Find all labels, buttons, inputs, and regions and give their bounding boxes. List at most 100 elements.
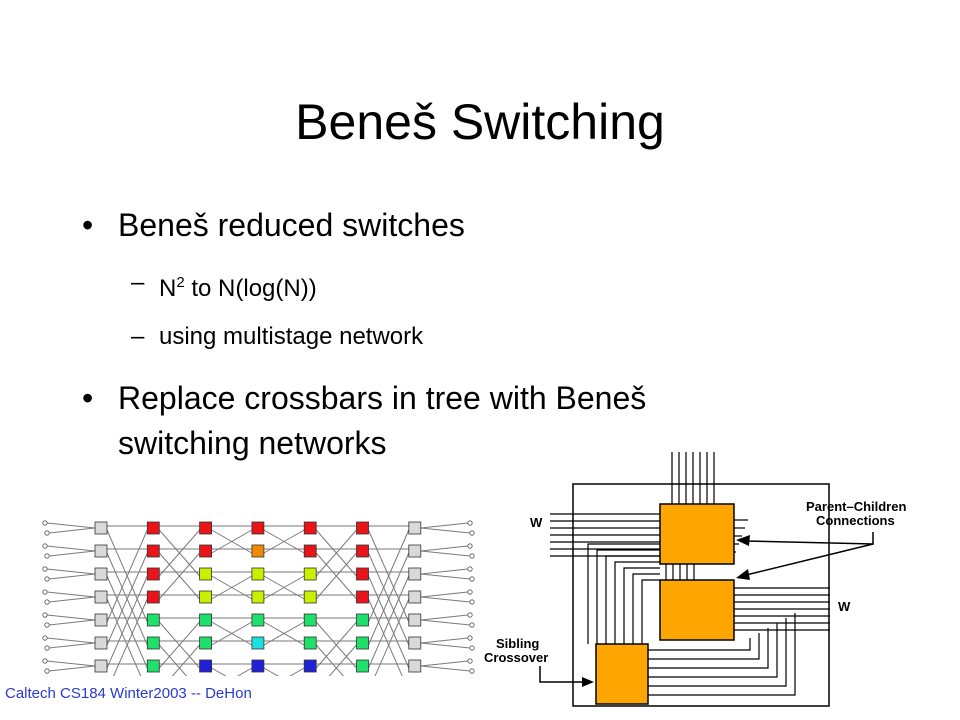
bullet-1-marker: • xyxy=(82,207,94,243)
benes-switch xyxy=(356,636,369,650)
subbullet-1-marker: – xyxy=(131,269,145,296)
benes-switch xyxy=(251,613,265,627)
benes-switch xyxy=(94,613,108,627)
benes-switch xyxy=(303,521,317,535)
benes-switch xyxy=(251,544,265,558)
benes-switch xyxy=(251,659,265,673)
tree-wire xyxy=(632,573,660,644)
benes-switch xyxy=(356,590,369,604)
slide-title: Beneš Switching xyxy=(295,94,665,150)
benes-switch xyxy=(94,590,108,604)
benes-switch xyxy=(199,521,213,535)
subbullet-1-suffix: to N(log(N)) xyxy=(184,275,317,302)
subbullet-2-marker: – xyxy=(131,323,145,350)
footer-credit: Caltech CS184 Winter2003 -- DeHon xyxy=(5,685,252,702)
output-terminal xyxy=(467,635,473,641)
benes-switch xyxy=(303,590,317,604)
benes-switch xyxy=(408,521,422,535)
output-terminal xyxy=(469,622,475,628)
benes-switch xyxy=(303,659,317,673)
benes-switch xyxy=(146,544,160,558)
tree-wire xyxy=(648,628,769,669)
benes-switch xyxy=(408,544,422,558)
input-terminal xyxy=(42,612,48,618)
benes-switch xyxy=(408,613,422,627)
benes-switch xyxy=(303,636,317,650)
benes-switch xyxy=(146,636,160,650)
subbullet-2-text: using multistage network xyxy=(159,323,424,350)
output-terminal xyxy=(469,645,475,651)
input-terminal xyxy=(42,635,48,641)
label-w-left: W xyxy=(530,515,543,530)
input-terminal xyxy=(42,543,48,549)
benes-switch xyxy=(408,567,422,581)
benes-switch xyxy=(199,636,213,650)
benes-switches xyxy=(94,521,422,673)
benes-switch xyxy=(146,590,160,604)
bullet-2-marker: • xyxy=(82,380,94,416)
input-terminal xyxy=(42,589,48,595)
tree-wire xyxy=(587,543,660,644)
input-terminal xyxy=(44,645,50,651)
pointer-to-sibling xyxy=(539,666,586,683)
subbullet-1-superscript: 2 xyxy=(176,274,185,291)
benes-switch xyxy=(251,567,265,581)
pointer-to-child xyxy=(745,543,874,576)
benes-switch xyxy=(303,567,317,581)
benes-switch xyxy=(356,567,369,581)
benes-switch xyxy=(408,636,422,650)
input-terminal xyxy=(42,520,48,526)
bullet-2-line-2: switching networks xyxy=(118,425,387,461)
tree-wire xyxy=(641,579,660,644)
subbullet-1-text: N2 to N(log(N)) xyxy=(159,268,317,304)
tree-wire xyxy=(596,549,660,644)
output-terminal xyxy=(469,530,475,536)
tree-wire xyxy=(648,638,751,651)
tree-wire xyxy=(605,555,660,644)
benes-switch xyxy=(199,613,213,627)
label-w-right: W xyxy=(838,599,851,614)
benes-switch xyxy=(146,567,160,581)
child-switch-box xyxy=(659,579,735,641)
tree-wire xyxy=(648,623,778,678)
benes-switch xyxy=(146,659,160,673)
arrowhead-child xyxy=(736,569,750,580)
pointer-to-parent xyxy=(745,532,874,545)
output-terminal xyxy=(469,599,475,605)
tree-wire xyxy=(648,618,787,687)
label-sibling-2: Crossover xyxy=(484,650,548,665)
benes-switch xyxy=(146,521,160,535)
benes-switch xyxy=(251,521,265,535)
subbullet-1-prefix: N xyxy=(159,275,177,302)
benes-switch xyxy=(251,636,265,650)
label-sibling-1: Sibling xyxy=(496,636,539,651)
input-terminal xyxy=(44,530,50,536)
output-terminal xyxy=(467,543,473,549)
label-parent-children-1: Parent–Children xyxy=(806,499,906,514)
benes-switch xyxy=(356,659,369,673)
tree-wire xyxy=(614,561,660,644)
output-terminal xyxy=(469,668,475,674)
benes-switch xyxy=(94,544,108,558)
benes-switch xyxy=(94,521,108,535)
input-terminal xyxy=(42,658,48,664)
input-terminal xyxy=(44,668,50,674)
output-terminal xyxy=(467,658,473,664)
benes-switch xyxy=(356,544,369,558)
output-terminal xyxy=(467,612,473,618)
benes-switch xyxy=(94,659,108,673)
benes-switch xyxy=(199,567,213,581)
tree-wire xyxy=(623,567,660,644)
benes-switch xyxy=(303,613,317,627)
input-terminal xyxy=(44,599,50,605)
benes-network-diagram xyxy=(42,520,475,676)
benes-switch xyxy=(94,567,108,581)
output-terminal xyxy=(467,589,473,595)
bullet-1-text: Beneš reduced switches xyxy=(118,207,465,243)
output-terminal xyxy=(467,566,473,572)
benes-switch xyxy=(356,613,369,627)
benes-switch xyxy=(199,659,213,673)
benes-switch xyxy=(408,659,422,673)
tree-wire xyxy=(648,613,796,696)
